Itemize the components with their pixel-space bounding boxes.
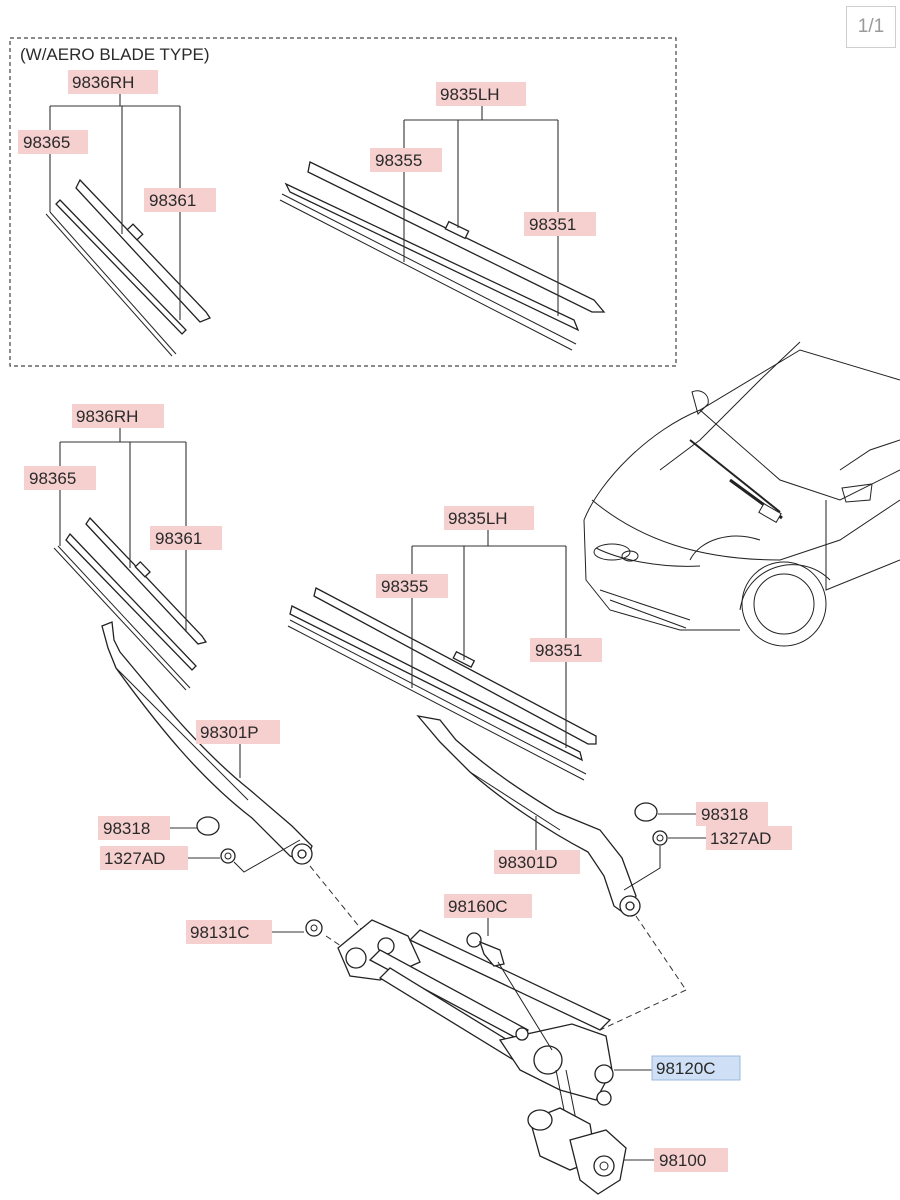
label-inset-9835lh[interactable]: 9835LH <box>436 82 526 106</box>
label-9836rh[interactable]: 9836RH <box>72 404 164 428</box>
label-98351[interactable]: 98351 <box>530 638 602 662</box>
label-1327ad-lh[interactable]: 1327AD <box>706 826 792 850</box>
svg-text:98355: 98355 <box>375 151 422 170</box>
label-98301p[interactable]: 98301P <box>196 720 280 744</box>
bracket-drawing <box>466 932 553 1051</box>
inset-rh-blade-drawing <box>45 178 211 357</box>
label-98318-rh[interactable]: 98318 <box>98 816 170 840</box>
car-front-illustration <box>583 341 900 647</box>
rh-blade-drawing <box>53 516 208 691</box>
svg-text:98100: 98100 <box>659 1151 706 1170</box>
svg-text:98160C: 98160C <box>448 897 508 916</box>
label-98361[interactable]: 98361 <box>150 526 222 550</box>
svg-text:9836RH: 9836RH <box>76 407 138 426</box>
label-inset-98351[interactable]: 98351 <box>524 212 596 236</box>
svg-text:98351: 98351 <box>529 215 576 234</box>
inset-rh-leaders <box>49 92 181 320</box>
rh-nut-drawing <box>220 839 301 873</box>
rh-cap-drawing <box>196 816 220 836</box>
label-inset-98361[interactable]: 98361 <box>144 188 216 212</box>
label-inset-98355[interactable]: 98355 <box>370 148 442 172</box>
pivot-nut-drawing <box>305 919 323 937</box>
svg-text:9836RH: 9836RH <box>72 73 134 92</box>
svg-text:98365: 98365 <box>29 469 76 488</box>
lh-blade-drawing <box>287 587 597 781</box>
lh-nut-drawing <box>623 830 668 891</box>
inset-title: (W/AERO BLADE TYPE) <box>20 45 210 64</box>
svg-text:98131C: 98131C <box>190 923 250 942</box>
svg-text:98351: 98351 <box>535 641 582 660</box>
label-98160c[interactable]: 98160C <box>444 894 532 918</box>
svg-text:98355: 98355 <box>381 577 428 596</box>
svg-text:98361: 98361 <box>149 191 196 210</box>
motor-drawing <box>527 1107 627 1195</box>
svg-text:1327AD: 1327AD <box>710 829 771 848</box>
svg-text:98301D: 98301D <box>498 853 558 872</box>
svg-text:98120C: 98120C <box>656 1059 716 1078</box>
svg-text:98301P: 98301P <box>200 723 259 742</box>
label-98120c[interactable]: 98120C <box>651 1055 741 1081</box>
svg-text:1327AD: 1327AD <box>104 849 165 868</box>
lh-cap-drawing <box>634 802 658 822</box>
label-98365[interactable]: 98365 <box>24 466 96 490</box>
label-9835lh[interactable]: 9835LH <box>444 506 534 530</box>
label-1327ad-rh[interactable]: 1327AD <box>100 846 188 870</box>
svg-text:98318: 98318 <box>103 819 150 838</box>
inset-lh-blade-drawing <box>279 161 606 351</box>
label-98131c[interactable]: 98131C <box>186 920 272 944</box>
label-98100[interactable]: 98100 <box>654 1148 728 1172</box>
label-inset-9836rh[interactable]: 9836RH <box>68 70 158 94</box>
svg-text:98365: 98365 <box>23 133 70 152</box>
label-98355[interactable]: 98355 <box>376 574 448 598</box>
label-98318-lh[interactable]: 98318 <box>696 802 768 826</box>
svg-text:9835LH: 9835LH <box>440 85 500 104</box>
rh-arm-drawing <box>101 621 313 865</box>
page-indicator: 1/1 <box>846 6 896 48</box>
svg-text:9835LH: 9835LH <box>448 509 508 528</box>
aero-blade-inset-frame <box>9 37 677 367</box>
label-inset-98365[interactable]: 98365 <box>18 130 88 154</box>
label-98301d[interactable]: 98301D <box>494 850 580 874</box>
svg-text:98361: 98361 <box>155 529 202 548</box>
lh-arm-drawing <box>416 715 641 918</box>
linkage-drawing <box>337 919 614 1141</box>
svg-text:98318: 98318 <box>701 805 748 824</box>
